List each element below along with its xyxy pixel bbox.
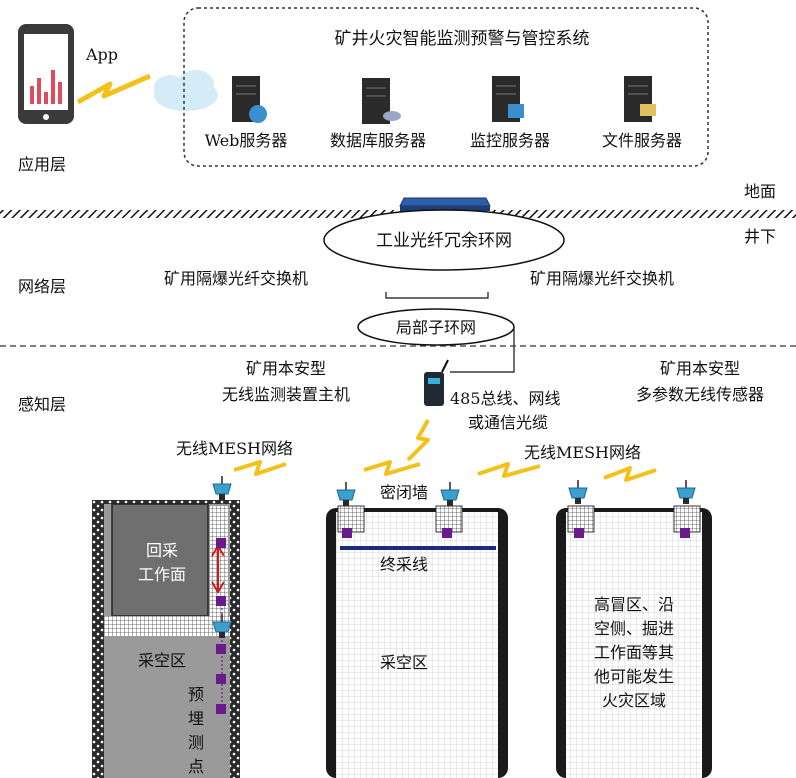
phone-icon [18,24,74,124]
sensor-node [574,528,584,538]
mesh-label-right: 无线MESH网络 [524,443,641,462]
app-label: App [85,45,118,64]
sensor-node [216,596,226,606]
panel-right [556,505,712,778]
lightning-icon [406,419,430,462]
lightning-icon [233,460,287,476]
embedded-point-label: 预 [188,685,204,704]
web-server-icon [232,76,267,123]
workface-label: 工作面 [138,565,186,584]
ring-network-label: 工业光纤冗余环网 [376,231,512,251]
sub-ring-label: 局部子环网 [396,318,476,337]
sensor-icon [676,479,696,505]
risk-zone-label: 工作面等其 [594,643,674,662]
sensor-node [442,528,452,538]
risk-zone-label: 火灾区域 [602,691,666,710]
seal-wall-label: 密闭墙 [380,483,428,502]
goaf-label: 采空区 [380,653,428,672]
cloud-icon [154,70,218,111]
host-device-label: 无线监测装置主机 [222,385,350,404]
system-title: 矿井火灾智能监测预警与管控系统 [335,29,590,49]
ground-label-below: 井下 [744,227,776,246]
bus-label: 485总线、网线 [450,389,561,408]
embedded-point-label: 点 [188,757,204,776]
sensor-icon [212,475,232,501]
sensor-icon [568,479,588,505]
sensor-node [216,674,226,684]
layer-label-application: 应用层 [18,155,66,174]
panel-middle [326,505,508,778]
embedded-point-label: 测 [188,733,204,752]
embedded-point-label: 埋 [188,709,204,728]
monitor-server-icon [492,76,524,122]
file-server-icon [624,76,656,122]
panel-left [92,500,240,778]
goaf-label: 采空区 [138,651,186,670]
mesh-label-left: 无线MESH网络 [176,439,293,458]
layer-label-network: 网络层 [18,277,66,296]
sensor-node [216,538,226,548]
bus-line [450,327,515,373]
ground-label-above: 地面 [744,182,776,201]
risk-zone-label: 他可能发生 [594,667,674,686]
switch-right-label: 矿用隔爆光纤交换机 [530,269,674,288]
database-server-icon [362,78,401,124]
network-switch-icon [399,197,491,211]
lightning-icon [363,460,421,476]
host-device-label: 矿用本安型 [246,359,326,378]
bracket-connector [385,292,489,299]
end-line-label: 终采线 [380,555,428,574]
sensor-node [216,644,226,654]
ring-network [323,209,565,271]
server-label: Web服务器 [205,131,288,150]
server-label: 文件服务器 [602,131,682,150]
workface-label: 回采 [146,541,178,560]
bus-label: 或通信光缆 [468,413,548,432]
sensor-label: 矿用本安型 [660,359,740,378]
lightning-icon [76,73,151,105]
lightning-icon [603,466,657,482]
sensor-node [680,528,690,538]
sensor-node [216,704,226,714]
sensor-label: 多参数无线传感器 [636,385,764,404]
wireless-host-device-icon [424,359,449,406]
sensor-icon [336,481,356,507]
sensor-node [342,528,352,538]
layer-label-perception: 感知层 [18,395,66,414]
server-label: 监控服务器 [470,131,550,150]
risk-zone-label: 空侧、掘进 [594,619,674,638]
system-box [183,7,709,167]
risk-zone-label: 高冒区、沿 [594,595,674,614]
server-label: 数据库服务器 [330,131,426,150]
lightning-icon [477,462,541,478]
sensor-icon [440,481,460,507]
switch-left-label: 矿用隔爆光纤交换机 [164,269,308,288]
